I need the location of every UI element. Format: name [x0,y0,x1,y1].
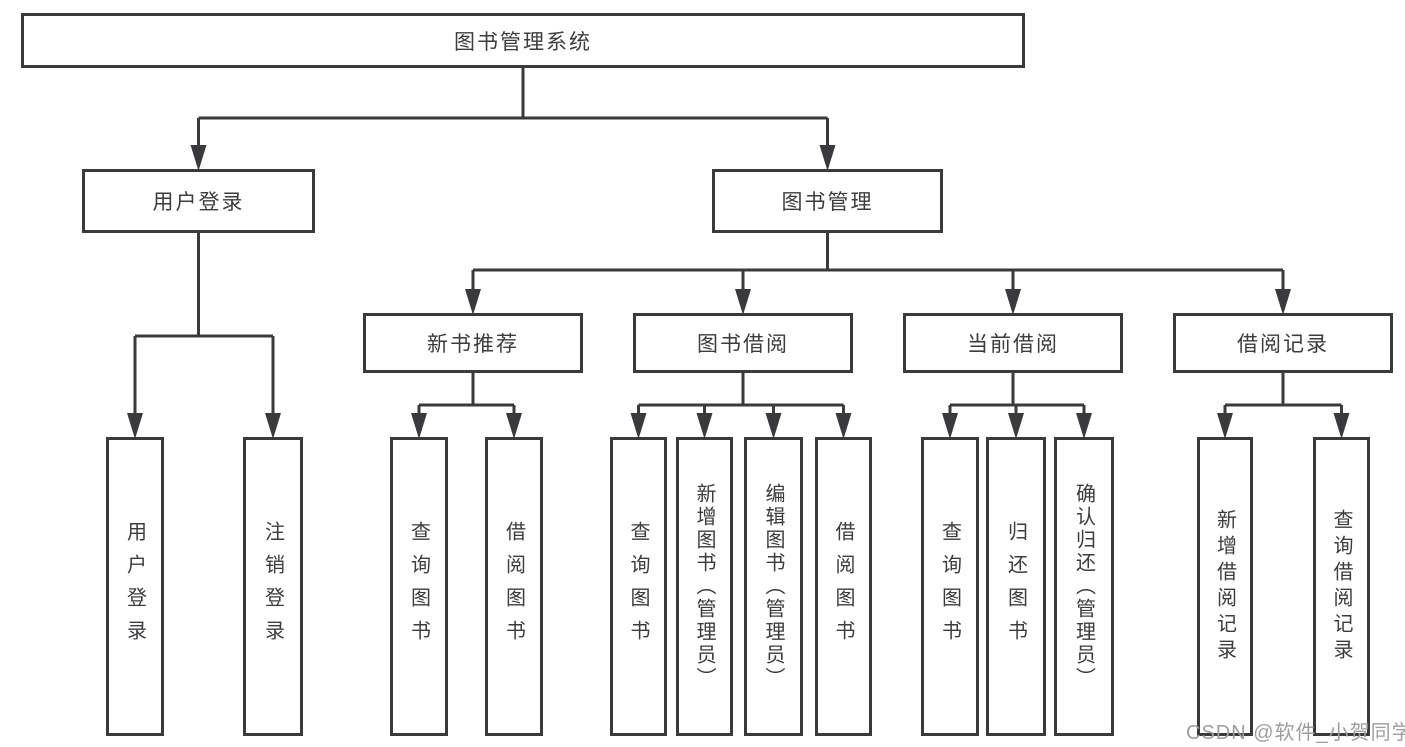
node-label: 当前借阅 [967,333,1059,356]
node-borrow-book-recommend: 借阅图书 [485,437,543,736]
arrowhead-icon [190,145,207,171]
node-confirm-return-admin: 确认归还（管理员） [1054,437,1114,736]
node-edit-book-admin: 编辑图书（管理员） [744,437,803,736]
node-add-borrow-record: 新增借阅记录 [1197,437,1253,736]
node-query-book-borrowing: 查询图书 [610,437,667,736]
arrowhead-icon [835,413,852,439]
node-book-management: 图书管理 [712,169,943,233]
node-book-borrowing: 图书借阅 [633,313,853,373]
arrowhead-icon [265,413,281,439]
node-label: 归还图书 [1004,520,1027,653]
node-label: 注销登录 [261,520,284,653]
node-label: 编辑图书（管理员） [762,483,784,690]
arrowhead-icon [630,413,647,439]
node-label: 查询图书 [938,520,961,653]
arrowhead-icon [765,413,782,439]
node-borrow-book-borrowing: 借阅图书 [815,437,872,736]
arrowhead-icon [127,413,143,439]
arrowhead-icon [1217,413,1233,439]
node-label: 确认归还（管理员） [1072,483,1095,690]
node-current-borrowing: 当前借阅 [903,313,1123,373]
arrowhead-icon [506,413,522,439]
node-label: 图书管理 [781,191,874,214]
node-return-book: 归还图书 [986,437,1046,736]
node-query-borrow-record: 查询借阅记录 [1313,437,1370,736]
csdn-watermark: CSDN @软件_小贺同学 [1186,722,1405,744]
node-label: 借阅图书 [502,520,525,653]
node-query-book-current: 查询图书 [921,437,979,736]
arrowhead-icon [411,413,427,439]
node-label: 新增图书（管理员） [693,483,715,690]
arrowhead-icon [1005,289,1021,315]
node-new-book-recommend: 新书推荐 [363,313,583,373]
node-label: 新增借阅记录 [1213,508,1236,665]
node-add-book-admin: 新增图书（管理员） [676,437,733,736]
node-label: 借阅记录 [1237,333,1329,356]
arrowhead-icon [465,289,481,315]
node-label: 图书管理系统 [454,30,592,54]
arrowhead-icon [1333,413,1350,439]
arrowhead-icon [819,145,836,171]
node-label: 用户登录 [152,191,245,214]
node-logout-action: 注销登录 [243,437,303,736]
arrowhead-icon [735,289,751,315]
node-borrowing-records: 借阅记录 [1173,313,1393,373]
node-user-login-action: 用户登录 [106,437,164,736]
arrowhead-icon [1076,413,1092,439]
arrowhead-icon [1008,413,1024,439]
arrowhead-icon [942,413,958,439]
node-label: 查询图书 [407,520,430,653]
arrowhead-icon [1275,289,1291,315]
node-label: 查询图书 [627,520,649,653]
node-label: 查询借阅记录 [1330,508,1352,665]
node-label: 用户登录 [123,520,146,653]
node-label: 借阅图书 [832,520,854,653]
node-label: 图书借阅 [697,333,789,356]
node-library-management-system: 图书管理系统 [21,13,1025,68]
node-query-book-recommend: 查询图书 [390,437,448,736]
node-user-login: 用户登录 [82,169,315,233]
arrowhead-icon [696,413,713,439]
node-label: 新书推荐 [427,333,519,356]
